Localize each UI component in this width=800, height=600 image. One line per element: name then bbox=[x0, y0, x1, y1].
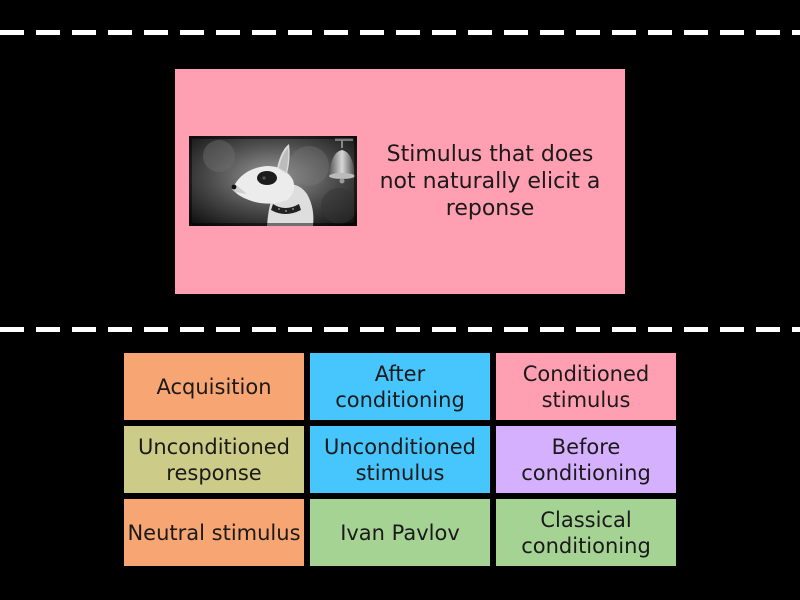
answer-tile[interactable]: Neutral stimulus bbox=[124, 499, 304, 566]
answer-tile[interactable]: Conditioned stimulus bbox=[496, 353, 676, 420]
bottom-divider bbox=[0, 327, 800, 332]
answer-tile[interactable]: After conditioning bbox=[310, 353, 490, 420]
prompt-text: Stimulus that does not naturally elicit … bbox=[379, 141, 601, 221]
prompt-card: Stimulus that does not naturally elicit … bbox=[175, 69, 625, 294]
answer-tile[interactable]: Unconditioned response bbox=[124, 426, 304, 493]
top-divider bbox=[0, 30, 800, 35]
dog-with-bell-image bbox=[189, 136, 357, 226]
answer-tile[interactable]: Ivan Pavlov bbox=[310, 499, 490, 566]
answer-tile[interactable]: Classical conditioning bbox=[496, 499, 676, 566]
answer-tile[interactable]: Before conditioning bbox=[496, 426, 676, 493]
answer-tile[interactable]: Unconditioned stimulus bbox=[310, 426, 490, 493]
answer-tile[interactable]: Acquisition bbox=[124, 353, 304, 420]
